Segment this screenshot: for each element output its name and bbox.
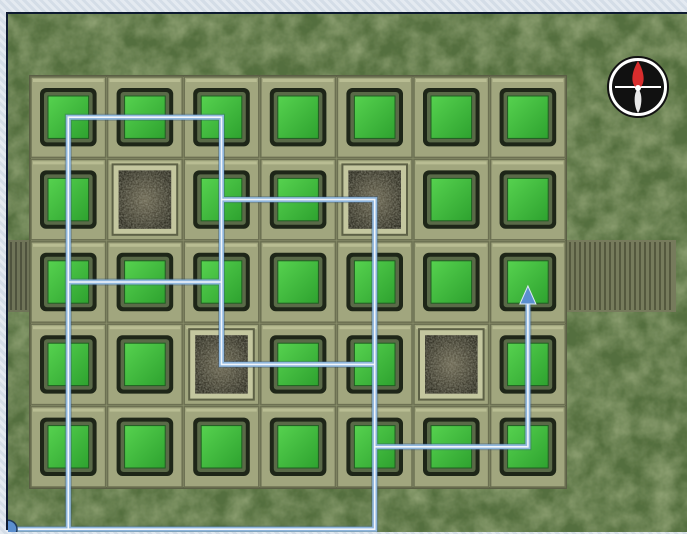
pressure-tile: [261, 77, 336, 157]
pit-tile: [414, 324, 489, 404]
pressure-tile: [414, 77, 489, 157]
pit-tile: [108, 159, 183, 239]
pressure-tile: [337, 77, 412, 157]
pressure-tile: [491, 77, 566, 157]
pressure-tile: [414, 159, 489, 239]
right-stairs: [560, 240, 676, 312]
pressure-tile: [184, 407, 259, 487]
pressure-tile: [108, 407, 183, 487]
pressure-tile: [414, 242, 489, 322]
pressure-tile: [108, 324, 183, 404]
pressure-tile: [261, 407, 336, 487]
puzzle-map-canvas: [8, 14, 687, 532]
puzzle-map: [6, 12, 687, 530]
pressure-tile: [261, 242, 336, 322]
pressure-tile: [491, 159, 566, 239]
compass-rose-icon: [606, 55, 670, 119]
